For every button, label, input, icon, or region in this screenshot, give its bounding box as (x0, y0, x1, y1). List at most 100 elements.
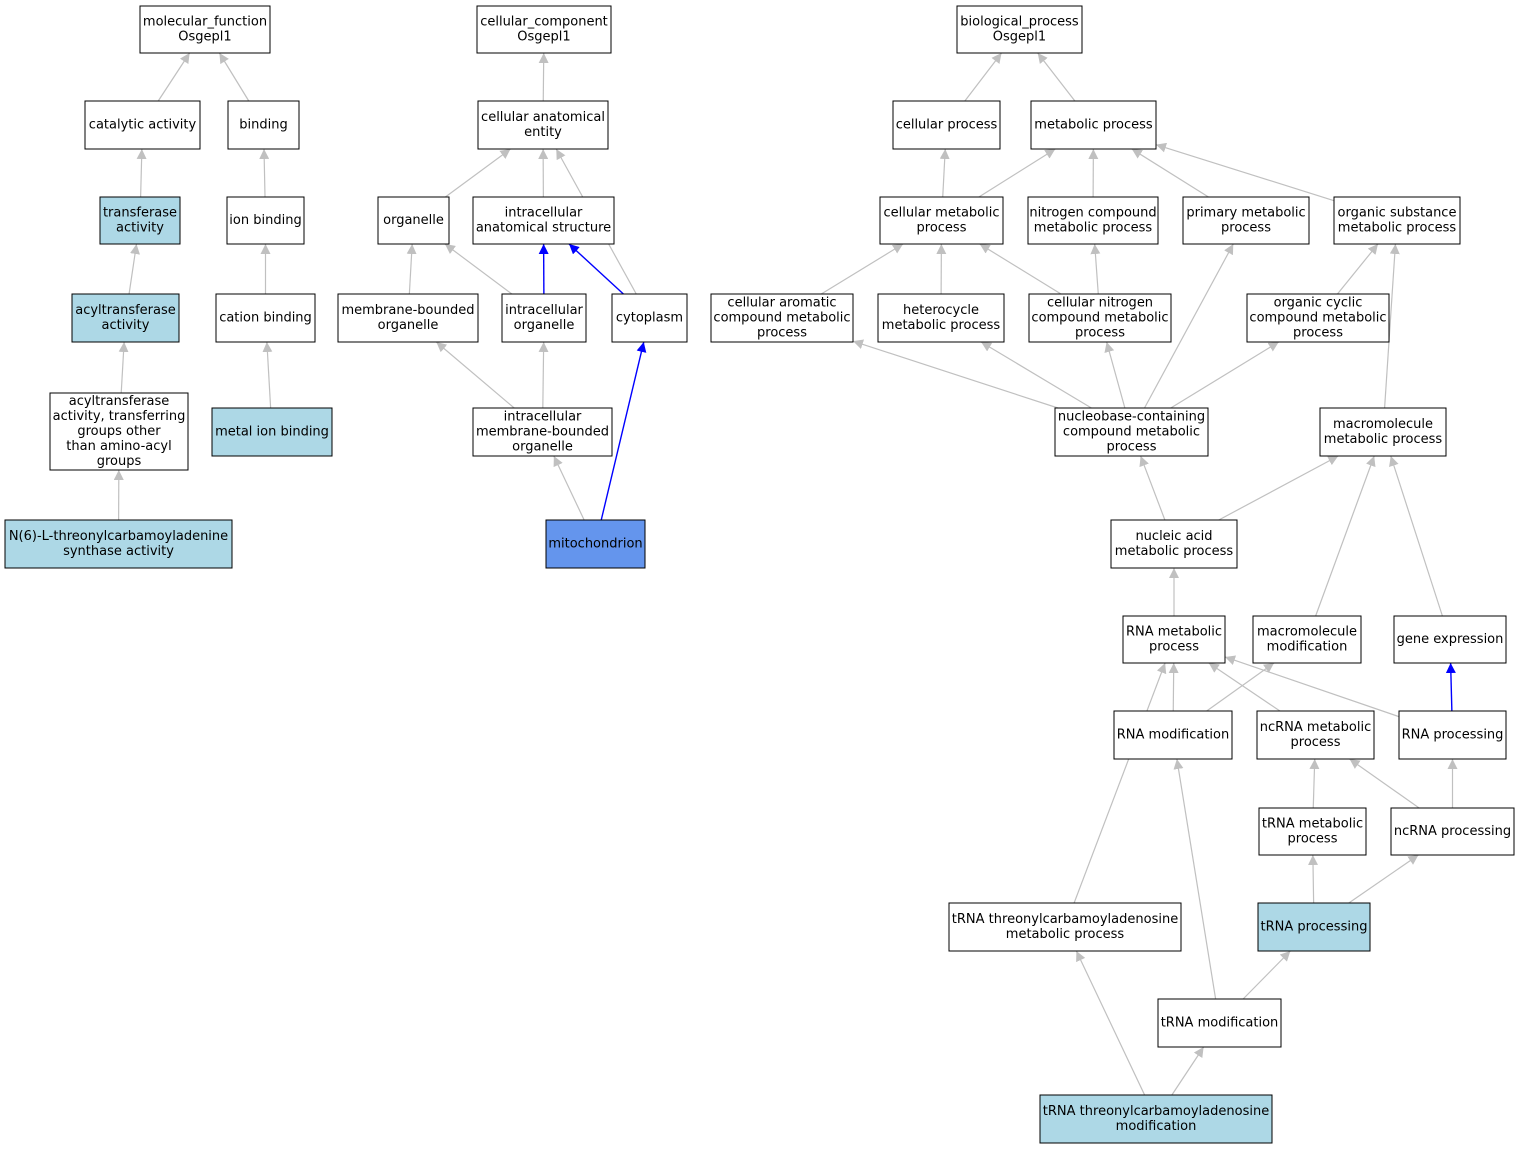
node-box-imbo[interactable] (472, 407, 613, 457)
node-ionbinding[interactable]: ion binding (226, 196, 305, 245)
node-binding[interactable]: binding (227, 100, 300, 150)
node-catalytic[interactable]: catalytic activity (84, 100, 201, 150)
node-mito[interactable]: mitochondrion (545, 519, 646, 569)
node-box-rnaproc[interactable] (1398, 710, 1507, 760)
node-rnamod[interactable]: RNA modification (1113, 710, 1233, 760)
node-box-acyltransferase[interactable] (71, 293, 180, 343)
node-box-metalion[interactable] (211, 407, 333, 457)
node-box-cncmp[interactable] (1028, 293, 1172, 343)
node-box-mbo[interactable] (337, 293, 479, 343)
node-cellproc[interactable]: cellular process (892, 100, 1001, 150)
node-label-cmp-line-1: process (917, 221, 967, 236)
node-label-cationbinding-line-0: cation binding (219, 311, 312, 326)
node-box-transferase[interactable] (99, 196, 181, 245)
edge-trnamod-to-trnaproc (1242, 950, 1291, 1000)
node-ttmod[interactable]: tRNA threonylcarbamoyladenosinemodificat… (1039, 1094, 1273, 1144)
node-box-cationbinding[interactable] (215, 293, 316, 343)
node-box-organelle[interactable] (377, 196, 450, 245)
node-box-acyltrans_other[interactable] (49, 392, 189, 471)
node-rnaproc[interactable]: RNA processing (1398, 710, 1507, 760)
node-box-trnamod[interactable] (1157, 998, 1282, 1048)
node-box-cytoplasm[interactable] (611, 293, 688, 343)
node-box-nbccmp[interactable] (1054, 407, 1209, 457)
node-box-mf[interactable] (139, 5, 271, 54)
node-box-catalytic[interactable] (84, 100, 201, 150)
node-cytoplasm[interactable]: cytoplasm (611, 293, 688, 343)
node-ttmp[interactable]: tRNA threonylcarbamoyladenosinemetabolic… (948, 902, 1182, 952)
node-trnamod[interactable]: tRNA modification (1157, 998, 1282, 1048)
node-box-trnamp[interactable] (1258, 807, 1367, 856)
node-cationbinding[interactable]: cation binding (215, 293, 316, 343)
node-box-trnaproc[interactable] (1257, 902, 1371, 952)
node-trnaproc[interactable]: tRNA processing (1257, 902, 1371, 952)
node-box-io[interactable] (501, 293, 587, 343)
node-label-pmp-line-0: primary metabolic (1186, 206, 1305, 221)
node-box-n6[interactable] (4, 519, 233, 569)
node-box-ttmod[interactable] (1039, 1094, 1273, 1144)
node-box-ncrnamp[interactable] (1256, 710, 1375, 760)
node-box-occmp[interactable] (1246, 293, 1390, 343)
node-box-ionbinding[interactable] (226, 196, 305, 245)
node-box-bp[interactable] (956, 5, 1083, 54)
node-box-ncmp[interactable] (1027, 196, 1159, 245)
node-label-catalytic-line-0: catalytic activity (89, 118, 197, 133)
node-box-cellproc[interactable] (892, 100, 1001, 150)
node-box-metproc[interactable] (1030, 100, 1157, 150)
node-box-cacmp[interactable] (710, 293, 854, 343)
node-box-osmp[interactable] (1333, 196, 1461, 245)
node-box-rnamod[interactable] (1113, 710, 1233, 760)
edge-ncrnamp-to-rnamp (1208, 662, 1281, 712)
node-box-binding[interactable] (227, 100, 300, 150)
node-ncrnaproc[interactable]: ncRNA processing (1390, 807, 1515, 856)
node-organelle[interactable]: organelle (377, 196, 450, 245)
node-n6[interactable]: N(6)-L-threonylcarbamoyladeninesynthase … (4, 519, 233, 569)
node-box-cc[interactable] (476, 5, 612, 54)
node-box-ias[interactable] (472, 196, 615, 245)
node-box-hmp[interactable] (877, 293, 1005, 343)
node-box-mmod[interactable] (1252, 615, 1362, 664)
node-box-ttmp[interactable] (948, 902, 1182, 952)
node-box-cae[interactable] (477, 100, 609, 150)
node-box-rnamp[interactable] (1122, 615, 1226, 664)
node-box-pmp[interactable] (1182, 196, 1310, 245)
node-box-ncrnaproc[interactable] (1390, 807, 1515, 856)
node-metalion[interactable]: metal ion binding (211, 407, 333, 457)
node-label-nbccmp-line-0: nucleobase-containing (1058, 410, 1205, 425)
node-box-mmp[interactable] (1319, 407, 1447, 457)
node-box-cmp[interactable] (879, 196, 1004, 245)
node-box-namp[interactable] (1110, 519, 1238, 569)
node-label-namp-line-0: nucleic acid (1135, 529, 1212, 544)
node-box-geneexp[interactable] (1393, 615, 1507, 664)
node-metproc[interactable]: metabolic process (1030, 100, 1157, 150)
node-box-mito[interactable] (545, 519, 646, 569)
node-geneexp[interactable]: gene expression (1393, 615, 1507, 664)
